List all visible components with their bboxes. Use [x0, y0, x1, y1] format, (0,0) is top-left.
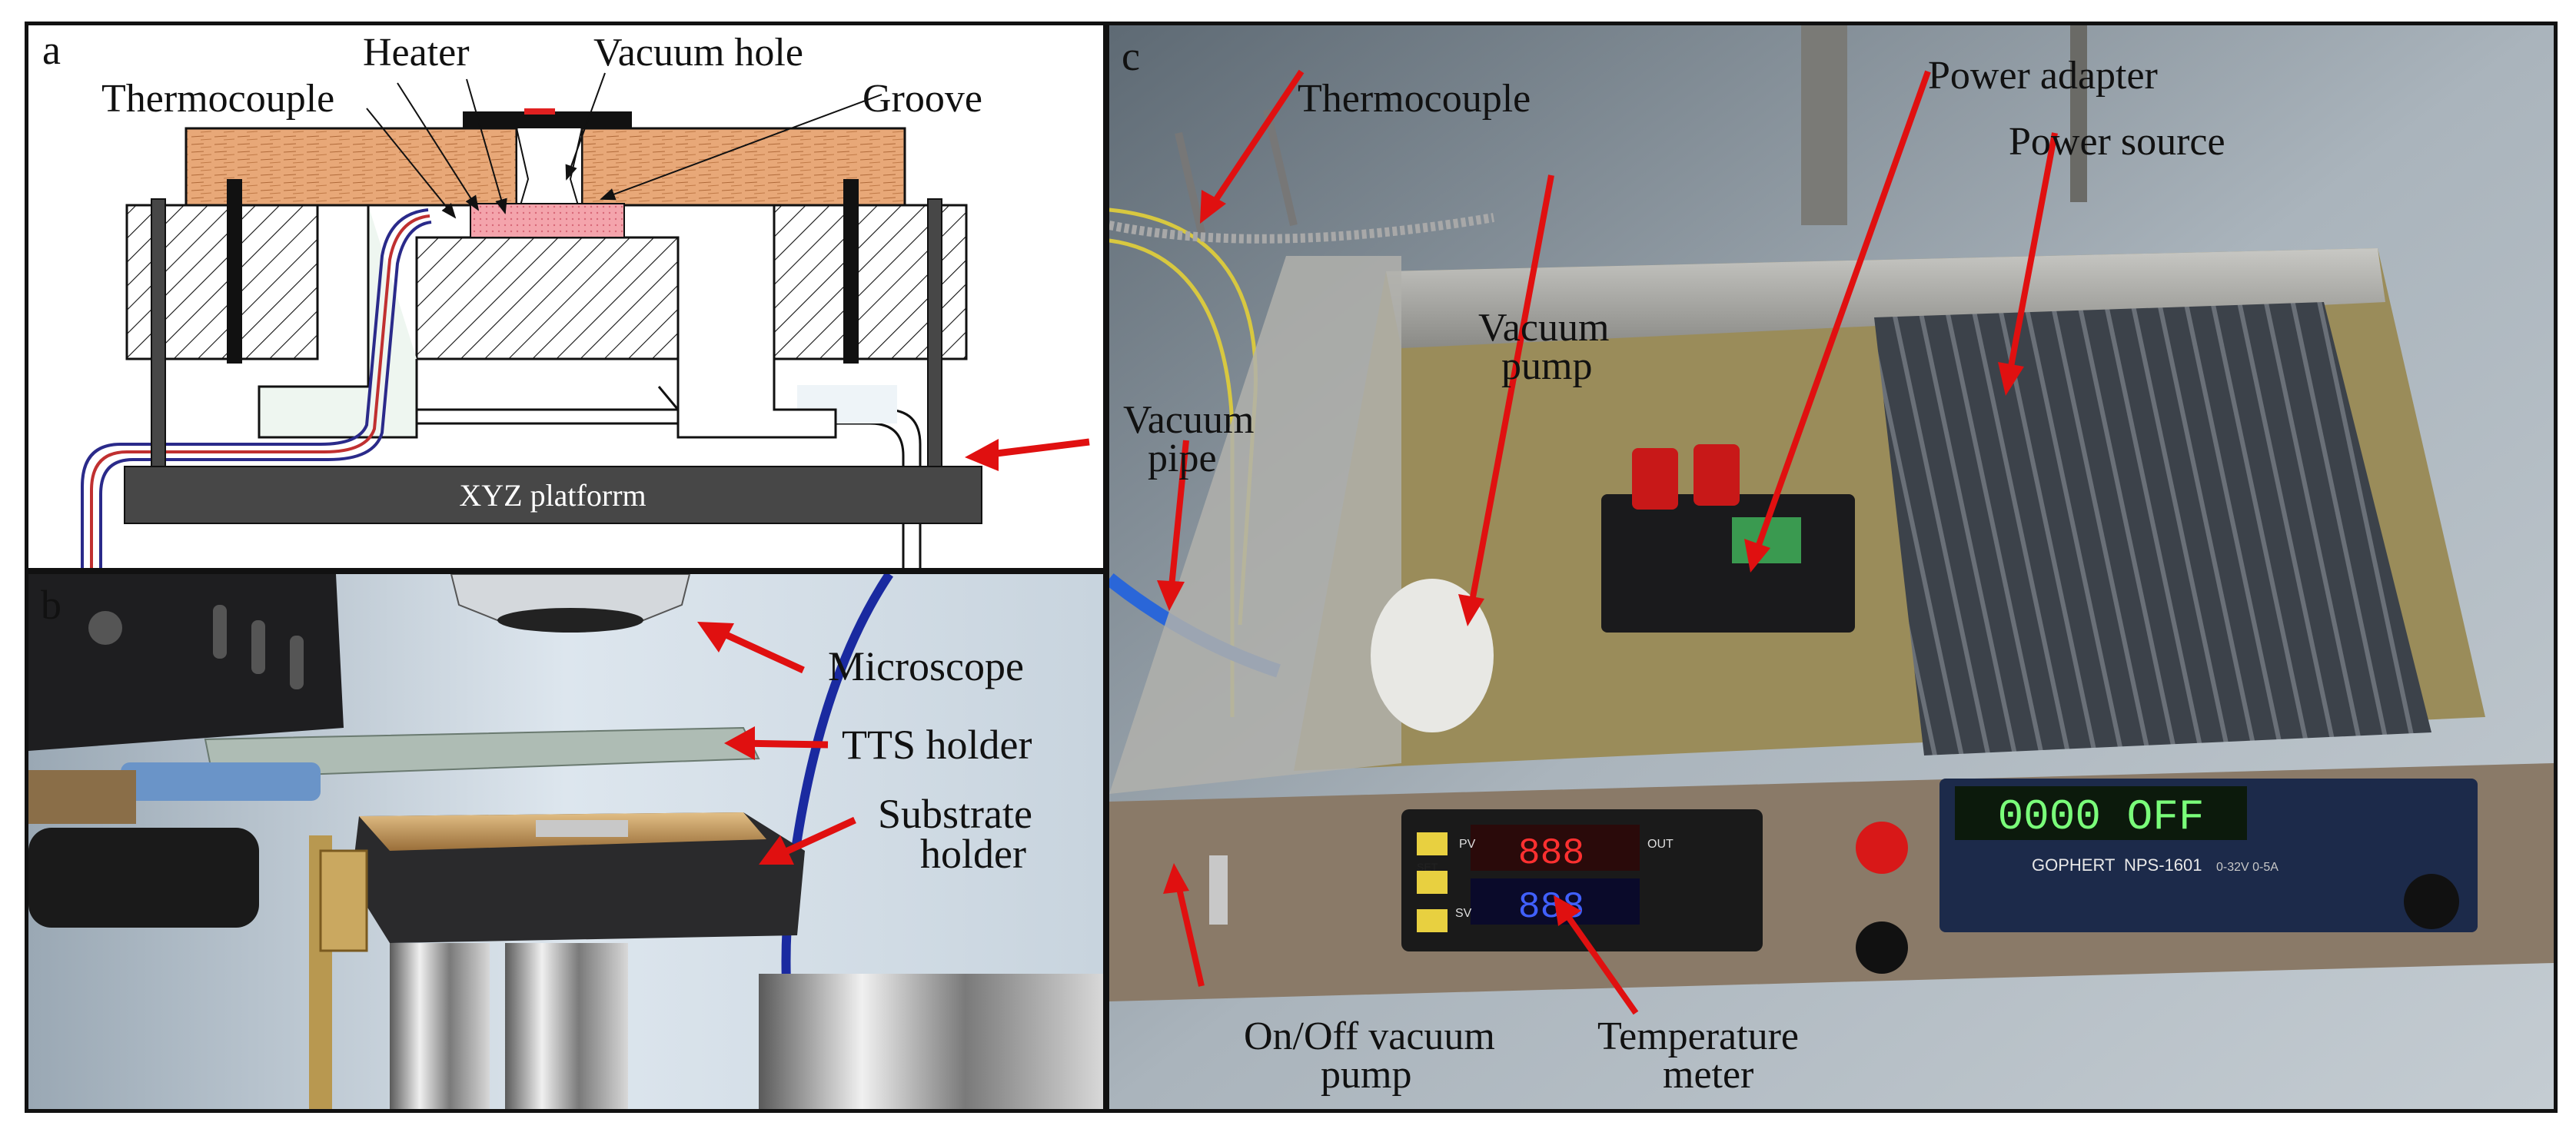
label-temp-line1: Temperature — [1597, 1014, 1799, 1058]
meter-sv-label: SV — [1455, 907, 1472, 920]
heater-element — [470, 203, 625, 238]
label-thermocouple: Thermocouple — [101, 77, 334, 121]
label-heater: Heater — [363, 31, 470, 75]
panel-b-letter: b — [41, 582, 61, 628]
label-onoff-line2: pump — [1321, 1053, 1411, 1097]
label-vacuum-hole: Vacuum hole — [593, 31, 803, 75]
label-vacuum-pipe-line1: Vacuum — [1123, 398, 1254, 442]
control-box-photo: 888 888 PV OUT SET SV 0000 OFF GOPHERT N… — [1109, 25, 2554, 1109]
label-onoff-line1: On/Off vacuum — [1244, 1014, 1495, 1058]
post-left — [151, 198, 166, 469]
psu-brand: GOPHERT — [2032, 855, 2115, 875]
platform-label: XYZ platforrm — [459, 478, 646, 513]
panel-b-photo: b Microscope TTS holder Substrate holder — [25, 570, 1107, 1113]
psu-display: 0000 OFF — [1998, 792, 2205, 842]
label-vacuum-pump-line2: pump — [1501, 344, 1592, 388]
panel-a-letter: a — [42, 27, 61, 73]
post-right — [927, 198, 942, 469]
label-substrate-line2: holder — [920, 831, 1026, 877]
label-thermocouple-c: Thermocouple — [1298, 77, 1531, 121]
label-substrate-line1: Substrate — [878, 791, 1032, 837]
meter-set-label: SET — [1417, 861, 1438, 873]
label-power-adapter: Power adapter — [1928, 54, 2158, 98]
bolt-right — [843, 179, 859, 364]
label-tts-holder: TTS holder — [842, 722, 1032, 768]
svg-text:888: 888 — [1518, 833, 1584, 875]
panel-c-letter: c — [1122, 33, 1140, 79]
panel-c-photo: 888 888 PV OUT SET SV 0000 OFF GOPHERT N… — [1105, 22, 2558, 1113]
panel-a-schematic: XYZ platforrm a Heater Vacuum hole Therm… — [25, 22, 1107, 572]
label-vacuum-pump-line1: Vacuum — [1478, 306, 1609, 350]
label-vacuum-pipe-line2: pipe — [1148, 437, 1217, 480]
xyz-platform — [124, 466, 982, 524]
psu-model: NPS-1601 — [2124, 855, 2202, 875]
label-temp-line2: meter — [1663, 1053, 1753, 1097]
schematic-drawing: XYZ platforrm a Heater Vacuum hole Therm… — [42, 27, 1090, 568]
label-microscope: Microscope — [828, 643, 1024, 689]
microscope-photo: b Microscope TTS holder Substrate holder — [28, 574, 1103, 1109]
label-groove: Groove — [863, 77, 982, 121]
meter-pv-label: PV — [1459, 838, 1476, 851]
power-adapter-body — [1601, 494, 1855, 633]
bolt-left — [227, 179, 242, 364]
meter-out-label: OUT — [1647, 838, 1674, 851]
center-block — [415, 236, 680, 360]
label-power-source: Power source — [2009, 120, 2225, 164]
power-source-body — [1874, 302, 2431, 755]
vacuum-pump-body — [1371, 579, 1494, 732]
psu-range: 0-32V 0-5A — [2216, 861, 2279, 874]
